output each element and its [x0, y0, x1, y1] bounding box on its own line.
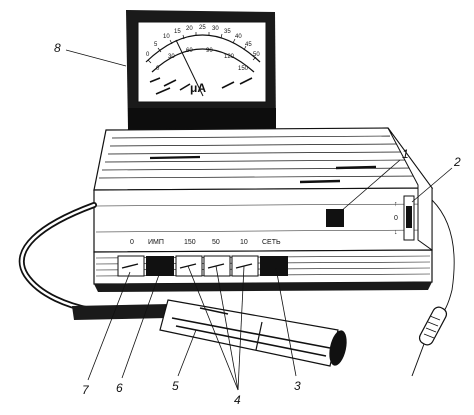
meter-unit-label: μA [190, 81, 206, 95]
callout-1: 1 [402, 147, 409, 161]
callout-2: 2 [453, 155, 461, 169]
button-set[interactable] [260, 256, 288, 276]
indicator-lamp [326, 209, 344, 227]
scale-ticks [147, 32, 257, 64]
outer-scale-35: 35 [224, 29, 231, 35]
switch-mark-down: ↓ [394, 229, 398, 236]
inner-scale-60: 60 [186, 48, 193, 54]
outer-scale-arc [145, 34, 261, 63]
callout-3: 3 [294, 379, 301, 393]
electrode-holder [418, 306, 448, 346]
callout-8: 8 [54, 41, 61, 55]
microammeter: 0 5 10 15 20 25 30 35 40 45 50 0 30 60 9… [126, 10, 276, 135]
leader-4c [237, 265, 245, 391]
inner-scale-numbers: 0 30 60 90 120 150 [156, 48, 249, 72]
callout-numbers: 8 1 2 3 4 5 6 7 [54, 41, 461, 407]
probe-handle [72, 304, 170, 320]
leader-3 [275, 267, 297, 377]
outer-scale-10: 10 [163, 34, 170, 40]
panel-label-10: 10 [240, 239, 248, 246]
leader-4a [187, 265, 239, 391]
inner-scale-30: 30 [168, 54, 175, 60]
electrode-needle [411, 343, 425, 377]
outer-scale-5: 5 [154, 42, 158, 48]
inner-scale-120: 120 [224, 54, 235, 60]
outer-scale-numbers: 0 5 10 15 20 25 30 35 40 45 50 [146, 25, 260, 58]
outer-scale-50: 50 [253, 52, 260, 58]
outer-scale-40: 40 [235, 34, 242, 40]
switch-mark-zero: 0 [394, 215, 398, 222]
front-controls: ↑ 0 ↓ 0 ИМП 150 50 10 СЕТЬ [117, 195, 415, 277]
leader-2 [411, 167, 453, 203]
outer-scale-15: 15 [174, 29, 181, 35]
outer-scale-20: 20 [186, 26, 193, 32]
probe-shading [171, 307, 331, 357]
leader-7 [87, 271, 131, 381]
probe-joint [255, 321, 263, 351]
outer-scale-25: 25 [199, 25, 206, 31]
outer-scale-0: 0 [146, 52, 150, 58]
panel-label-zero: 0 [130, 239, 134, 246]
case-top-hatching [98, 135, 423, 184]
inner-scale-0: 0 [156, 66, 160, 72]
callout-4: 4 [234, 393, 241, 407]
leader-8 [65, 49, 127, 67]
leader-5 [177, 329, 197, 377]
face-shading [149, 77, 253, 95]
case-top [93, 127, 434, 191]
panel-label-set: СЕТЬ [262, 239, 281, 246]
meter-base [128, 108, 276, 135]
leader-6 [121, 271, 161, 379]
inner-scale-150: 150 [238, 66, 249, 72]
electrode-wire [431, 199, 455, 317]
callout-leaders [65, 49, 453, 391]
inner-scale-90: 90 [206, 48, 213, 54]
outer-scale-30: 30 [212, 26, 219, 32]
front-panel-hatching [95, 203, 431, 233]
outer-scale-45: 45 [245, 42, 252, 48]
mode-switch-lever[interactable] [406, 206, 412, 228]
panel-label-150: 150 [184, 239, 196, 246]
case-right-side [387, 127, 433, 251]
case-base [94, 282, 432, 292]
probe-tip [329, 330, 347, 366]
callout-6: 6 [116, 381, 123, 395]
needle-electrode [411, 199, 455, 377]
button-imp[interactable] [146, 256, 174, 276]
switch-mark-up: ↑ [394, 201, 398, 208]
leader-4b [215, 265, 239, 391]
leader-1 [339, 159, 401, 213]
callout-5: 5 [172, 379, 179, 393]
inner-scale-arc [151, 48, 255, 73]
probe-assembly [18, 202, 347, 367]
panel-label-imp: ИМП [148, 239, 164, 246]
meter-needle [175, 39, 204, 97]
panel-label-50: 50 [212, 239, 220, 246]
callout-7: 7 [82, 383, 90, 397]
